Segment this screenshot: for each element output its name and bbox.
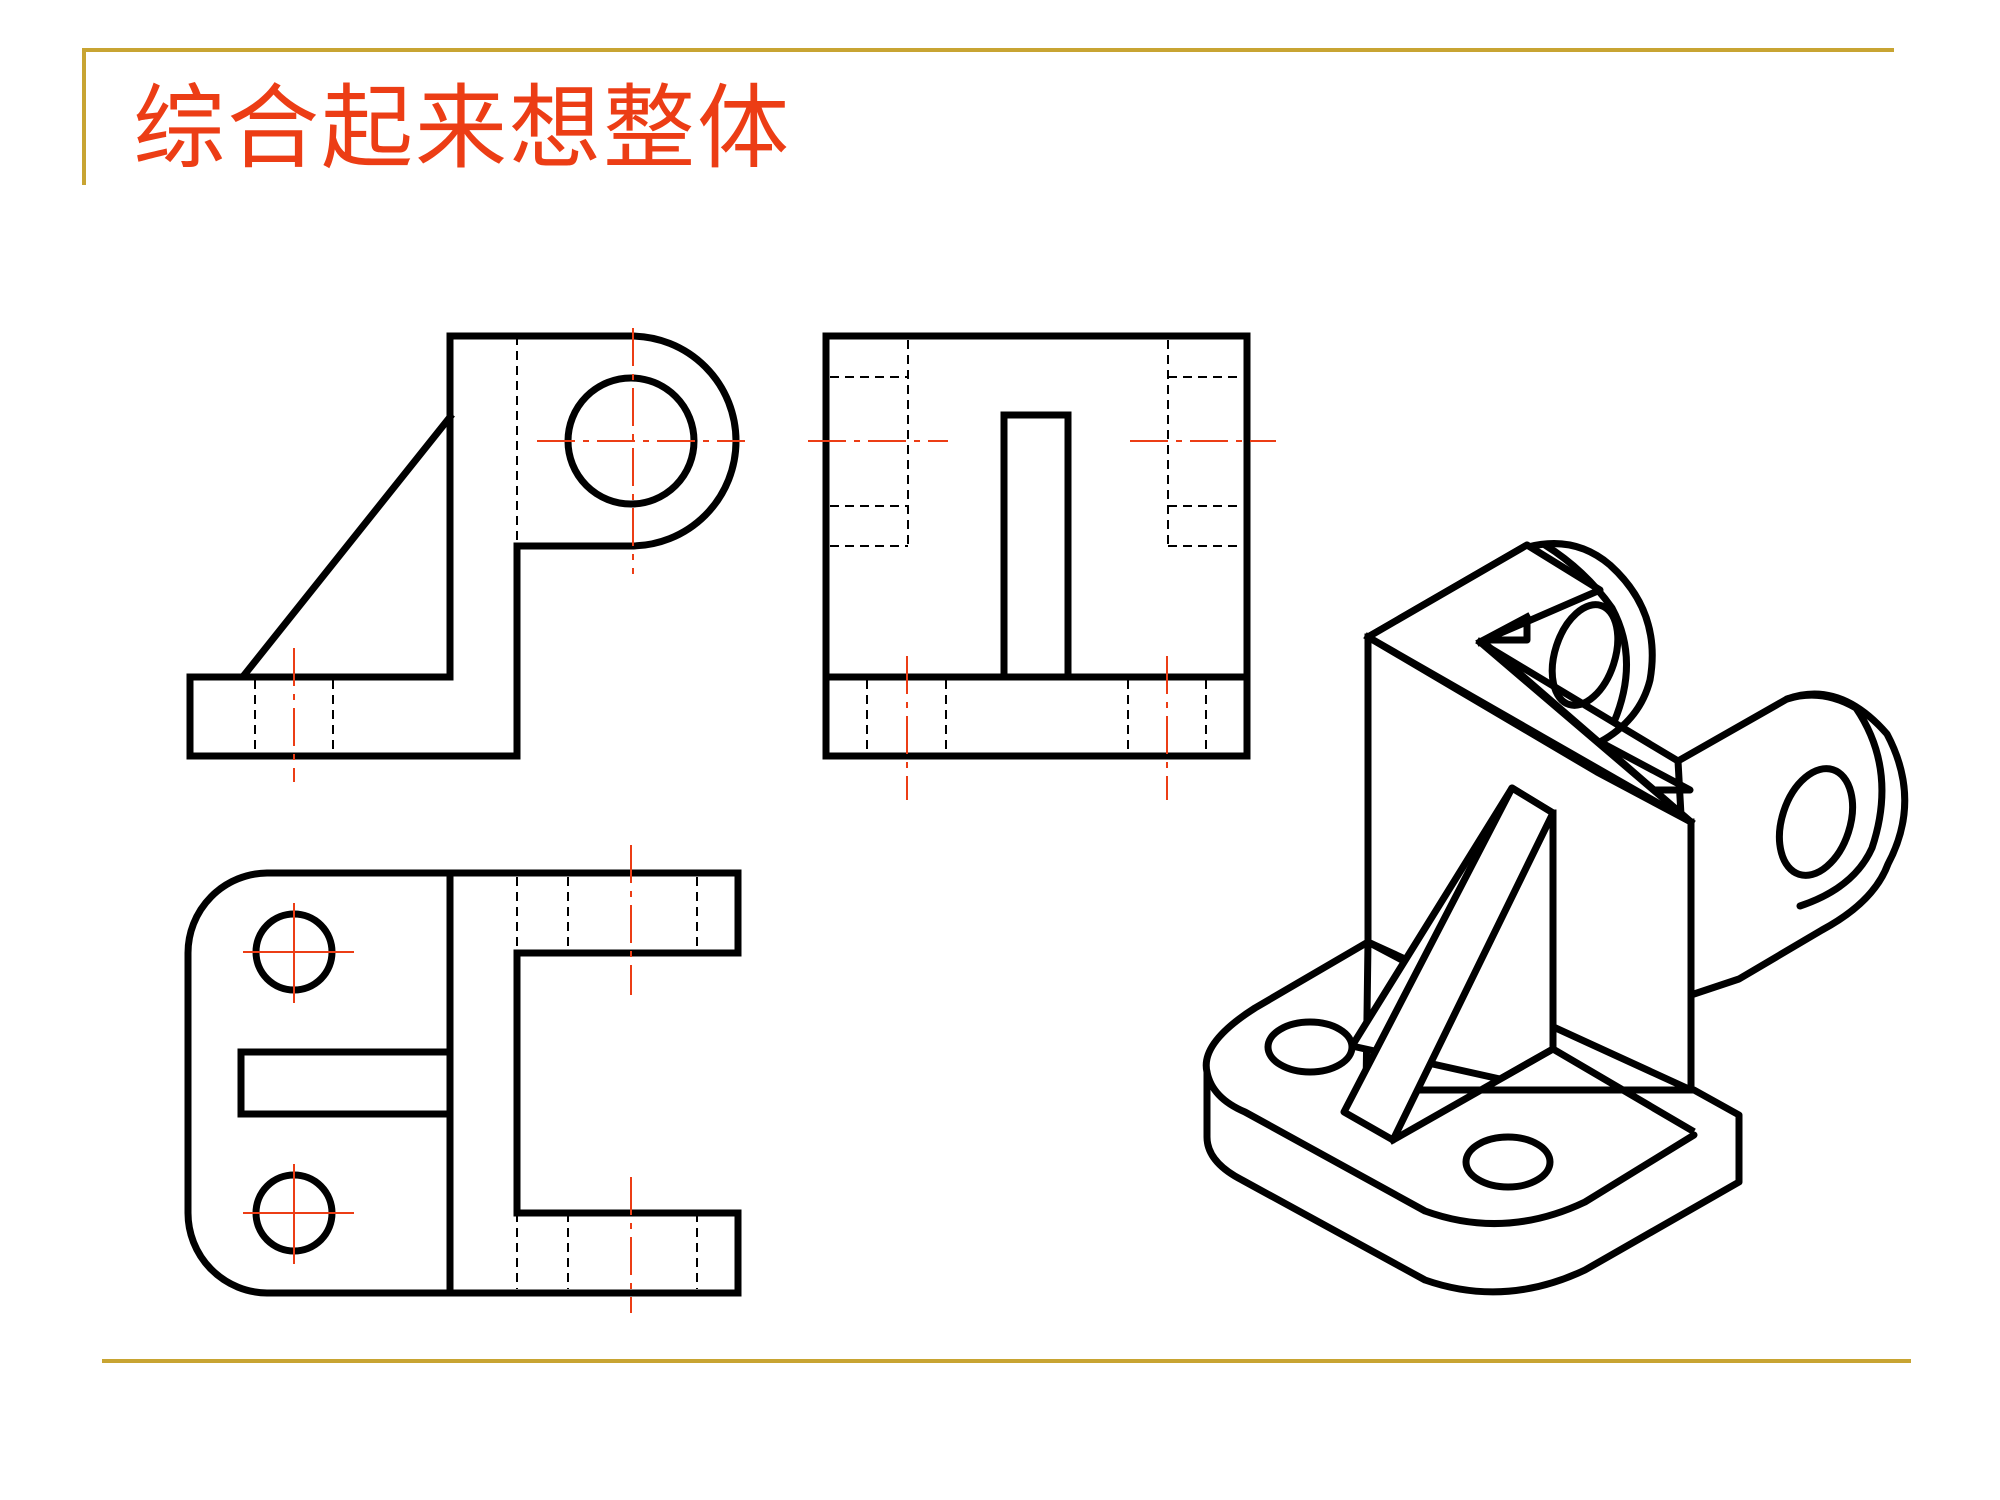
base-hole	[1462, 1133, 1554, 1191]
block-edge	[1475, 637, 1683, 766]
front-view	[186, 328, 745, 782]
slide-title: 综合起来想整体	[133, 75, 792, 182]
top-rule	[82, 48, 1894, 52]
right-lug-hole	[1775, 765, 1857, 879]
front-view-outline	[186, 332, 740, 760]
side-view-outline	[822, 332, 1251, 760]
bottom-rule	[102, 1359, 1911, 1363]
top-view	[184, 845, 742, 1313]
rib-edge	[1388, 1044, 1558, 1145]
right-lug-front	[1783, 691, 1886, 910]
block-edge	[1363, 632, 1696, 827]
rib-edge	[240, 412, 455, 679]
base-top-edge	[1203, 1068, 1698, 1228]
left-rule	[82, 48, 86, 185]
back-lug-hole	[1548, 601, 1622, 709]
rib-slot	[237, 1048, 454, 1118]
base-hole	[1264, 1018, 1356, 1076]
top-view-outline	[184, 869, 742, 1297]
isometric-view	[1202, 540, 1909, 1296]
rib-rect	[1000, 411, 1072, 681]
block-edge	[1475, 612, 1532, 647]
back-lug-front	[1541, 541, 1630, 726]
side-view	[808, 332, 1276, 800]
block-base-edge	[1548, 1044, 1696, 1135]
block-base-edge	[1363, 937, 1407, 965]
